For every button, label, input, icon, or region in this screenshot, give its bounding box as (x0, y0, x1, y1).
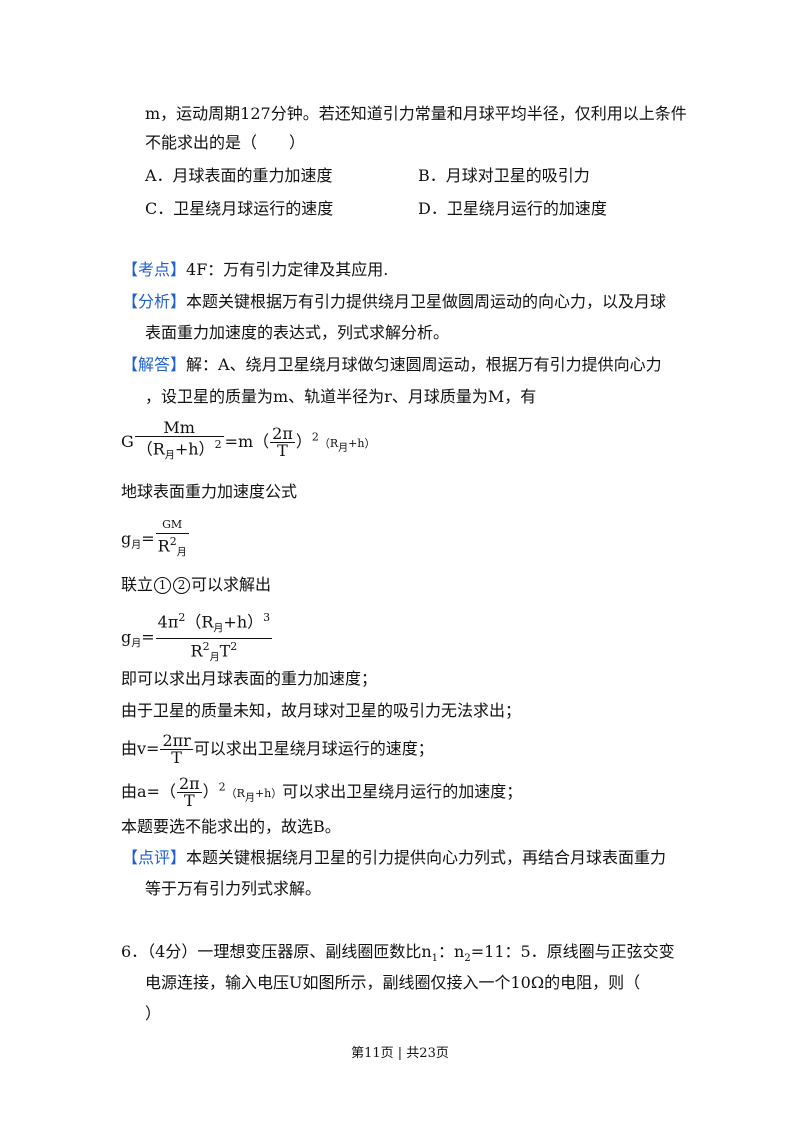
eq1-fraction: Mm（R月+h）2 (134, 420, 224, 465)
q5-line-1: m，运动周期127分钟。若还知道引力常量和月球平均半径，仅利用以上条件 (145, 104, 687, 123)
fenxi-tag: 【分析】 (122, 292, 187, 311)
kaodian-tag: 【考点】 (122, 260, 187, 279)
eq1-eq: =m（ (224, 431, 270, 451)
jieda-line-1: 解：A、绕月卫星绕月球做匀速圆周运动，根据万有引力提供向心力 (186, 355, 662, 374)
eq1-num: Mm (134, 420, 224, 437)
option-b: B．月球对卫星的吸引力 (418, 166, 590, 185)
circled-2: 2 (173, 577, 191, 594)
kaodian-text: 4F：万有引力定律及其应用. (186, 260, 389, 279)
dianping-tag: 【点评】 (122, 848, 187, 867)
jieda-line-2: ，设卫星的质量为m、轨道半径为r、月球质量为M，有 (145, 387, 537, 406)
q6-line-3: ） (145, 1004, 162, 1023)
kaodian-section: 【考点】4F：万有引力定律及其应用. (122, 259, 388, 281)
option-a: A．月球表面的重力加速度 (145, 166, 333, 185)
text-line-1: 即可以求出月球表面的重力加速度； (121, 669, 378, 688)
text-line-3: 本题要选不能求出的，故选B。 (121, 817, 341, 836)
jieda-section: 【解答】解：A、绕月卫星绕月球做匀速圆周运动，根据万有引力提供向心力 (122, 354, 662, 376)
eq1-lead: G (121, 431, 134, 451)
q5-line-2: 不能求出的是（ ） (145, 133, 306, 152)
text-gravity: 地球表面重力加速度公式 (121, 482, 298, 501)
circled-1: 1 (154, 577, 172, 594)
option-d: D．卫星绕月运行的加速度 (418, 199, 607, 218)
page-footer: 第11页 | 共23页 (351, 1046, 449, 1061)
fenxi-line-1: 本题关键根据万有引力提供绕月卫星做圆周运动的向心力，以及月球 (186, 292, 667, 311)
fenxi-section: 【分析】本题关键根据万有引力提供绕月卫星做圆周运动的向心力，以及月球 (122, 291, 666, 313)
option-c: C．卫星绕月球运行的速度 (145, 199, 334, 218)
q6-line-1: 6．（4分）一理想变压器原、副线圈匝数比n1：n2=11：5．原线圈与正弦交变 (121, 942, 675, 965)
dianping-line-1: 本题关键根据绕月卫星的引力提供向心力列式，再结合月球表面重力 (186, 848, 667, 867)
dianping-section: 【点评】本题关键根据绕月卫星的引力提供向心力列式，再结合月球表面重力 (122, 847, 666, 869)
dianping-line-2: 等于万有引力列式求解。 (145, 879, 322, 898)
text-line-2: 由于卫星的质量未知，故月球对卫星的吸引力无法求出； (121, 701, 522, 720)
eq1-den: （R月+h）2 (136, 438, 222, 462)
jieda-tag: 【解答】 (122, 355, 187, 374)
q6-line-2: 电源连接，输入电压U如图所示，副线圈仅接入一个10Ω的电阻，则（ (145, 973, 641, 992)
fenxi-line-2: 表面重力加速度的表达式，列式求解分析。 (145, 323, 450, 342)
